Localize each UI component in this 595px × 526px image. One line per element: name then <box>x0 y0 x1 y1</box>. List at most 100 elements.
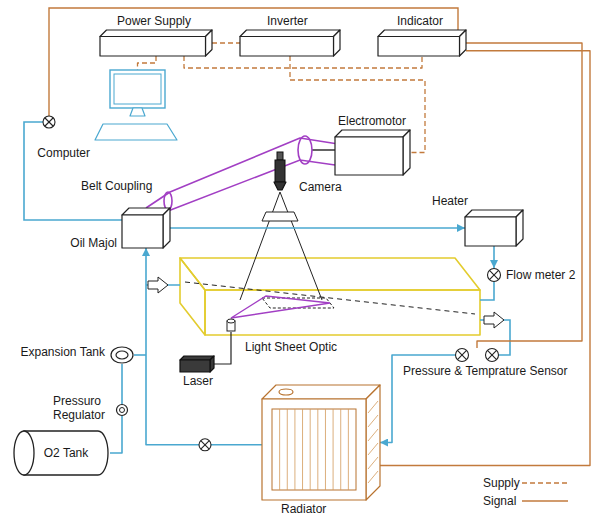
box-shape <box>378 30 466 56</box>
flow-meter-symbol <box>201 441 209 449</box>
legend-sample <box>522 501 568 502</box>
sensor-node: Pressure & Temprature Sensor <box>455 348 499 362</box>
meter-node: Flow meter 2 <box>487 268 501 282</box>
node-label: Power Supply <box>116 14 192 28</box>
view-line <box>240 192 280 300</box>
monitor-stand <box>130 108 145 116</box>
flow-direction-arrow <box>484 312 504 328</box>
box-side <box>210 356 214 372</box>
radiator-fin <box>368 443 378 455</box>
flow-direction-arrow <box>148 277 168 293</box>
node-label: Inverter <box>266 14 309 28</box>
radiator-fin <box>310 409 311 490</box>
tank-ring <box>111 347 133 363</box>
box-side <box>403 130 410 175</box>
signal-wire <box>49 8 458 116</box>
gas-cylinder-end <box>14 431 34 475</box>
box-front <box>465 217 516 246</box>
test-section-front <box>205 290 480 335</box>
node-label: Indicator <box>396 14 444 28</box>
radiator-fin <box>302 409 303 490</box>
camera-lens <box>274 182 286 190</box>
radiator-top <box>262 385 380 399</box>
ring-shape <box>110 346 134 364</box>
tank-ring <box>116 351 128 359</box>
test-section <box>180 258 480 335</box>
flow-meter-symbol <box>201 441 209 449</box>
radiator-fin <box>348 409 349 490</box>
camera-body <box>277 152 283 160</box>
radiator-fin <box>287 409 288 490</box>
radiator-core <box>272 409 356 490</box>
box-shape <box>240 30 340 56</box>
flow-meter-symbol <box>199 439 211 451</box>
radiator-front <box>262 399 366 500</box>
flow-meter-symbol <box>43 116 55 128</box>
radiator-fin <box>368 429 378 441</box>
sensor-symbol <box>487 350 496 359</box>
box-top <box>240 30 340 37</box>
box-top <box>100 30 212 37</box>
sensor-symbol <box>457 350 466 359</box>
legend-label: Supply <box>482 476 521 490</box>
pipe-line <box>493 246 495 268</box>
radiator-fin <box>368 415 378 427</box>
box-top <box>335 130 410 137</box>
sensor-symbol <box>457 350 466 359</box>
motor-shaft <box>310 149 335 150</box>
coolant-pipe <box>134 354 146 356</box>
node-label: Expansion Tank <box>19 345 106 359</box>
radiator-fin <box>368 457 378 469</box>
box-top <box>122 208 170 215</box>
flow-meter-symbol <box>488 269 501 282</box>
box-top <box>180 356 214 360</box>
node-label: Computer <box>36 146 91 160</box>
box-node: Power Supply <box>100 30 212 56</box>
legend-line-sample <box>522 482 568 483</box>
camera-view-cone <box>240 192 322 300</box>
flow-meter-symbol <box>45 118 53 126</box>
sensor-symbol <box>486 349 499 362</box>
light-sheet <box>231 296 330 318</box>
optic-node: Light Sheet Optic <box>226 318 236 332</box>
computer-shape <box>95 70 180 142</box>
node-label: Radiator <box>280 502 327 516</box>
radiator-node: Radiator <box>262 385 380 500</box>
node-label: Flow meter 2 <box>505 268 576 282</box>
camera-node: Camera <box>272 152 288 192</box>
box-node: Oil Majol <box>122 208 170 248</box>
radiator-fin <box>294 409 295 490</box>
coolant-pipe <box>480 282 494 300</box>
test-section-top <box>180 258 480 290</box>
supply-line <box>184 56 422 68</box>
keyboard <box>95 124 177 140</box>
node-label: Camera <box>298 180 343 194</box>
regulator-node: Pressuro Regulator <box>116 404 128 416</box>
meter-shape <box>487 268 501 282</box>
gas-cylinder <box>24 431 108 475</box>
box-front <box>335 137 403 175</box>
radiator-fin <box>340 409 341 490</box>
legend-line-sample <box>522 500 568 501</box>
pipe-line <box>121 364 123 404</box>
box-front <box>180 360 210 372</box>
sensor-symbol <box>487 350 496 359</box>
flow-meter-symbol <box>489 270 498 279</box>
coolant-pipes <box>24 122 510 355</box>
node-label: Laser <box>182 374 214 388</box>
box-top <box>378 30 466 37</box>
radiator-fin <box>368 401 378 413</box>
node-label: Heater <box>431 194 469 208</box>
flow-meter-symbol <box>199 439 211 451</box>
radiator-cap <box>279 389 293 395</box>
computer-node: Computer <box>95 70 180 142</box>
regulator-symbol <box>117 405 128 416</box>
camera-filter <box>262 212 298 221</box>
box-node: Indicator <box>378 30 466 56</box>
center-axis <box>185 282 475 314</box>
box-side <box>334 30 341 56</box>
box-front <box>122 215 163 248</box>
test-section-end <box>180 258 205 335</box>
